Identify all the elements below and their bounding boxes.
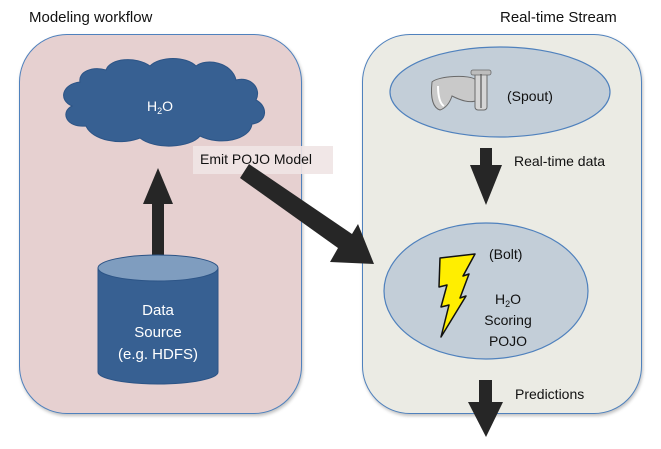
h2o-scoring-pojo-label: H2O Scoring POJO <box>484 291 532 349</box>
emit-label-background <box>193 146 333 174</box>
cloud-label: H2O <box>146 98 174 116</box>
real-time-stream-title: Real-time Stream <box>500 9 617 26</box>
emit-pojo-arrow <box>240 164 374 264</box>
emit-pojo-model-label: Emit POJO Model <box>200 151 313 167</box>
faucet-icon <box>431 69 492 111</box>
spout-label: (Spout) <box>507 88 553 104</box>
data-source-label: Data Source (e.g. HDFS) <box>117 302 198 363</box>
real-time-data-arrow <box>470 148 502 205</box>
real-time-data-label: Real-time data <box>514 153 606 169</box>
modeling-workflow-title: Modeling workflow <box>29 9 153 26</box>
bolt-label: (Bolt) <box>489 246 523 262</box>
predictions-arrow <box>468 380 503 437</box>
bolt-ellipse <box>383 222 589 360</box>
spout-ellipse <box>389 46 611 138</box>
predictions-label: Predictions <box>515 386 585 402</box>
lightning-bolt-icon <box>438 253 476 338</box>
up-arrow <box>143 168 173 264</box>
database-cylinder-icon <box>97 254 219 385</box>
cloud-icon <box>63 58 265 147</box>
